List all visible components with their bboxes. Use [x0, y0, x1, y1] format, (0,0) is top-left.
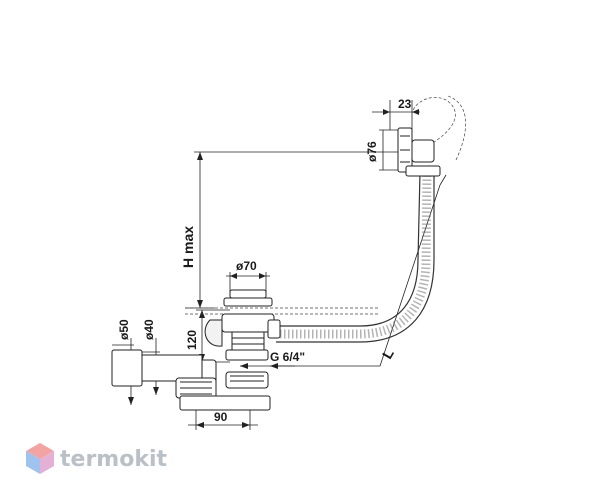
trap-outlet [111, 349, 271, 411]
dim-l: L [379, 346, 397, 362]
dim-90: 90 [214, 410, 228, 424]
drain-body [195, 289, 281, 389]
dim-phi76: ø76 [365, 141, 379, 162]
dim-phi70: ø70 [236, 259, 257, 273]
watermark-text: termokit [60, 447, 167, 472]
dim-h-max: H max [180, 226, 196, 268]
flexible-overflow-hose [276, 171, 435, 343]
dim-phi40: ø40 [142, 319, 156, 340]
overflow-head [397, 127, 441, 177]
logo-cube-left [26, 451, 40, 474]
bath-rim-line [185, 95, 466, 315]
dim-g64: G 6/4" [270, 350, 305, 364]
dim-23: 23 [398, 97, 412, 111]
dimension-lines [112, 100, 447, 430]
termokit-logo: termokit [26, 443, 167, 474]
dim-120: 120 [185, 330, 199, 350]
logo-cube-right [40, 451, 54, 474]
dim-phi50: ø50 [117, 319, 131, 340]
